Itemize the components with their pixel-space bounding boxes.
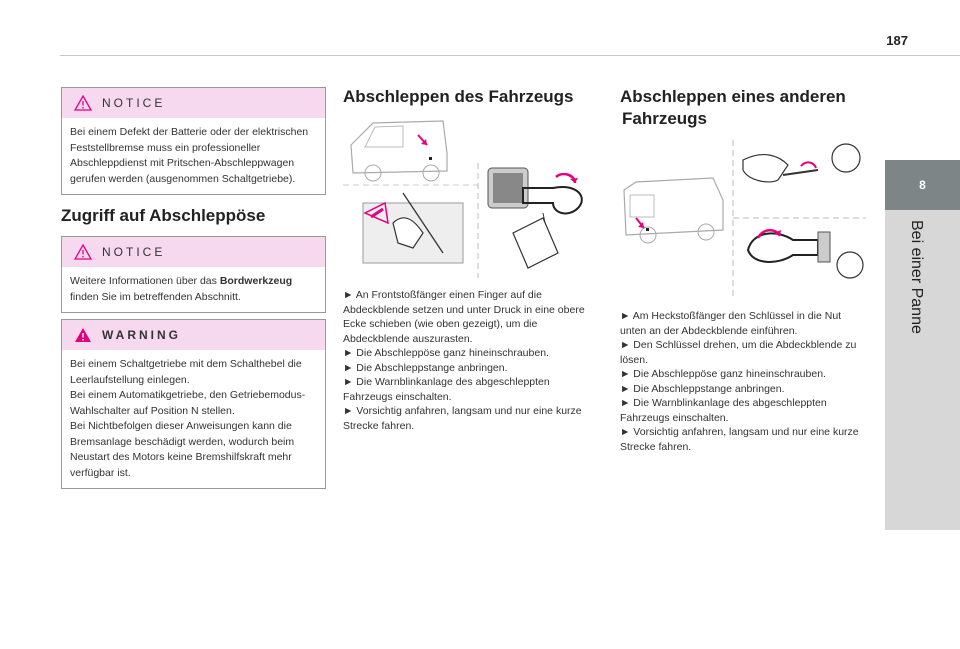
- warning-line: Bei Nichtbefolgen dieser Anweisungen kan…: [70, 420, 295, 479]
- notice-title: NOTICE: [102, 96, 166, 110]
- page-number: 187: [886, 33, 908, 48]
- step-item: ► Die Abschleppstange anbringen.: [343, 361, 508, 374]
- section-heading-towing-vehicle: Abschleppen des Fahrzeugs: [343, 87, 574, 106]
- rear-towing-steps: ► Am Heckstoßfänger den Schlüssel in die…: [620, 309, 865, 454]
- chapter-tab[interactable]: 8 Bei einer Panne: [885, 160, 960, 530]
- warning-line: Bei einem Schaltgetriebe mit dem Schalth…: [70, 358, 302, 386]
- front-towing-illustration: [343, 120, 583, 278]
- section-heading-towing-other: Abschleppen eines anderen Fahrzeugs: [620, 86, 846, 130]
- step-item: ► An Frontstoßfänger einen Finger auf di…: [343, 289, 585, 345]
- step-item: ► Die Warnblinkanlage des abgeschleppten…: [343, 376, 550, 403]
- step-item: ► Am Heckstoßfänger den Schlüssel in die…: [620, 310, 842, 337]
- step-item: ► Den Schlüssel drehen, um die Abdeckble…: [620, 339, 857, 366]
- warning-triangle-icon: [74, 244, 92, 260]
- step-item: ► Die Abschleppöse ganz hineinschrauben.: [620, 368, 826, 380]
- warning-filled-triangle-icon: [75, 328, 91, 342]
- heading-line-2: Fahrzeugs: [622, 109, 708, 128]
- step-item: ► Vorsichtig anfahren, langsam und nur e…: [343, 405, 582, 432]
- notice-box-1: NOTICE Bei einem Defekt der Batterie ode…: [61, 87, 326, 195]
- chapter-number: 8: [885, 160, 960, 210]
- notice-header: NOTICE: [62, 237, 325, 267]
- heading-line-1: Abschleppen eines anderen: [620, 87, 846, 106]
- step-item: ► Vorsichtig anfahren, langsam und nur e…: [620, 426, 859, 453]
- warning-header: WARNING: [62, 320, 325, 350]
- notice-text: Bei einem Defekt der Batterie oder der e…: [70, 126, 309, 185]
- front-towing-steps: ► An Frontstoßfänger einen Finger auf di…: [343, 288, 588, 433]
- notice-header: NOTICE: [62, 88, 325, 118]
- section-heading-towing-eye: Zugriff auf Abschleppöse: [61, 206, 266, 225]
- notice-box-2: NOTICE Weitere Informationen über das Bo…: [61, 236, 326, 313]
- notice-text: Weitere Informationen über das Bordwerkz…: [70, 275, 293, 303]
- chapter-title: Bei einer Panne: [908, 220, 925, 334]
- warning-title: WARNING: [102, 328, 181, 342]
- tool-kit-link: Bordwerkzeug: [219, 275, 293, 287]
- step-item: ► Die Abschleppöse ganz hineinschrauben.: [343, 347, 549, 359]
- warning-triangle-icon: [74, 95, 92, 111]
- warning-box: WARNING Bei einem Schaltgetriebe mit dem…: [61, 319, 326, 489]
- rear-towing-illustration: [623, 140, 866, 300]
- warning-line: Bei einem Automatikgetriebe, den Getrieb…: [70, 389, 306, 417]
- step-item: ► Die Abschleppstange anbringen.: [620, 382, 785, 395]
- notice-title: NOTICE: [102, 245, 166, 259]
- step-item: ► Die Warnblinkanlage des abgeschleppten…: [620, 397, 827, 424]
- header-rule: [60, 55, 960, 56]
